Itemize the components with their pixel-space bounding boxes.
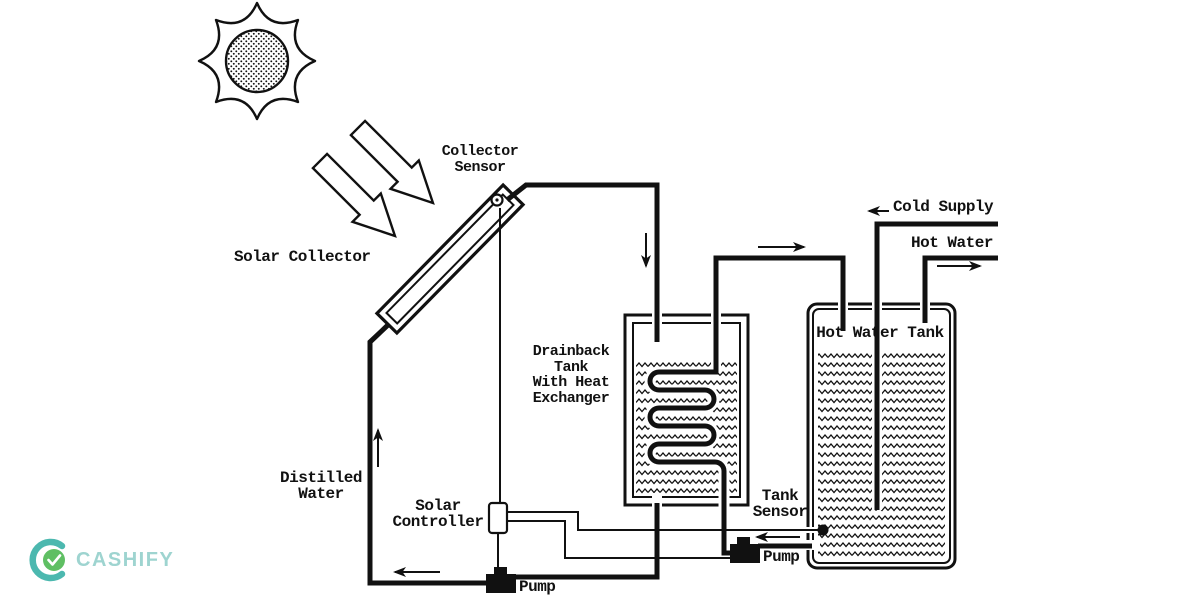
sun-ray-arrow-1 (349, 119, 435, 205)
pump-left-glyph (486, 567, 516, 593)
cold-supply-label: Cold Supply (893, 198, 994, 216)
collector-sensor-dot-core (495, 198, 499, 202)
distilled-water-return-pipe (367, 322, 487, 586)
sun-ray-arrows (311, 119, 435, 238)
hot-water-tank-label: Hot Water Tank (816, 324, 944, 342)
solar-collector-shape (374, 182, 526, 336)
pipes (367, 182, 998, 586)
tank-sensor-wire (507, 511, 819, 531)
solar-collector-label: Solar Collector (234, 248, 371, 266)
hot-water-pipe (922, 255, 998, 323)
pump-left-label: Pump (519, 578, 556, 596)
heat-exchanger-coil (647, 255, 846, 556)
flow-arrows (373, 206, 982, 577)
collector-supply-pipe (505, 182, 660, 342)
sun-ray-arrow-2 (311, 152, 397, 238)
cold-supply-pipe (874, 221, 998, 510)
cashify-wordmark: CASHIFY (76, 549, 175, 571)
pump-left-outlet-pipe (514, 503, 660, 580)
tank-sensor-label: Tank Sensor (752, 487, 808, 521)
distilled-water-label: Distilled Water (280, 469, 362, 503)
pump-right-label: Pump (763, 548, 800, 566)
pump-right-glyph (730, 537, 760, 563)
controller-box (487, 501, 509, 535)
tank-sensor-dot (817, 524, 829, 536)
pump-right-wire (507, 520, 736, 559)
collector-sensor-label: Collector Sensor (441, 143, 519, 176)
check-icon (47, 554, 62, 566)
solar-controller-label: Solar Controller (392, 497, 484, 531)
cashify-logo-icon (29, 538, 66, 582)
sun-icon (197, 1, 317, 121)
drainback-tank-label: Drainback Tank With Heat Exchanger (532, 343, 610, 407)
hot-water-label: Hot Water (911, 234, 993, 252)
